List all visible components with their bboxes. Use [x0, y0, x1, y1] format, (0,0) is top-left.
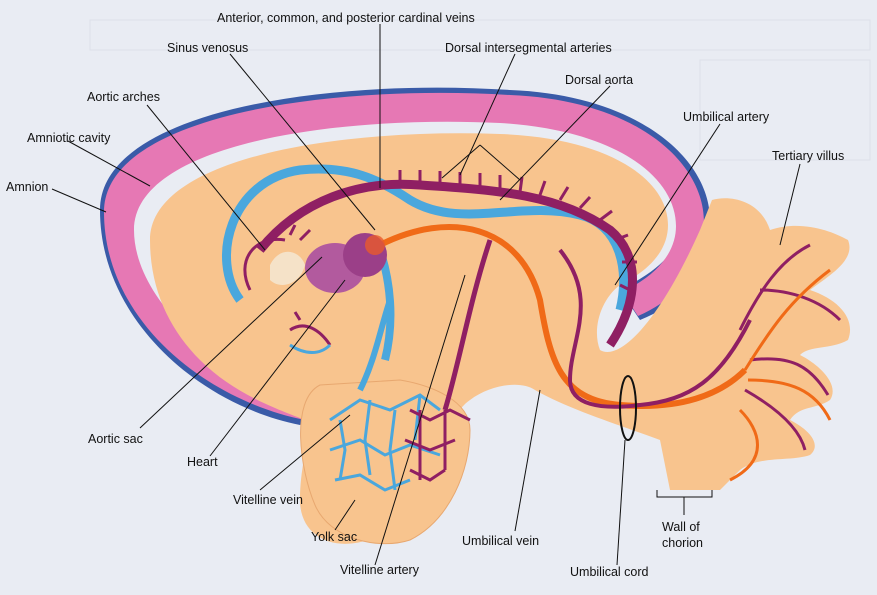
label-umbilical-artery: Umbilical artery	[683, 110, 770, 124]
label-umbilical-vein: Umbilical vein	[462, 534, 539, 548]
background-decor	[89, 19, 871, 161]
label-wall-of-chorion-line1: Wall of	[662, 520, 700, 534]
label-vitelline-vein: Vitelline vein	[233, 493, 303, 507]
heart	[270, 233, 387, 293]
label-amniotic-cavity: Amniotic cavity	[27, 131, 111, 145]
aortic-arch-vessels	[243, 224, 332, 346]
villus-vessels	[729, 243, 842, 482]
label-heart: Heart	[187, 455, 218, 469]
dorsal-aorta	[256, 179, 637, 348]
text-labels: Anterior, common, and posterior cardinal…	[6, 11, 844, 579]
label-dorsal-intersegmental-arteries: Dorsal intersegmental arteries	[445, 41, 612, 55]
umbilical-cord-ring	[619, 375, 637, 441]
label-sinus-venosus: Sinus venosus	[167, 41, 248, 55]
label-aortic-arches: Aortic arches	[87, 90, 160, 104]
label-vitelline-artery: Vitelline artery	[340, 563, 420, 577]
label-tertiary-villus: Tertiary villus	[772, 149, 844, 163]
label-amnion: Amnion	[6, 180, 48, 194]
label-wall-of-chorion-line2: chorion	[662, 536, 703, 550]
label-yolk-sac: Yolk sac	[311, 530, 357, 544]
leader-lines	[51, 24, 801, 566]
label-aortic-sac: Aortic sac	[88, 432, 143, 446]
vitelline-artery-network	[404, 239, 493, 482]
label-cardinal-veins: Anterior, common, and posterior cardinal…	[217, 11, 475, 25]
umbilical-vein	[378, 224, 748, 409]
umbilical-artery	[558, 248, 752, 409]
label-dorsal-aorta: Dorsal aorta	[565, 73, 633, 87]
label-umbilical-cord: Umbilical cord	[570, 565, 649, 579]
